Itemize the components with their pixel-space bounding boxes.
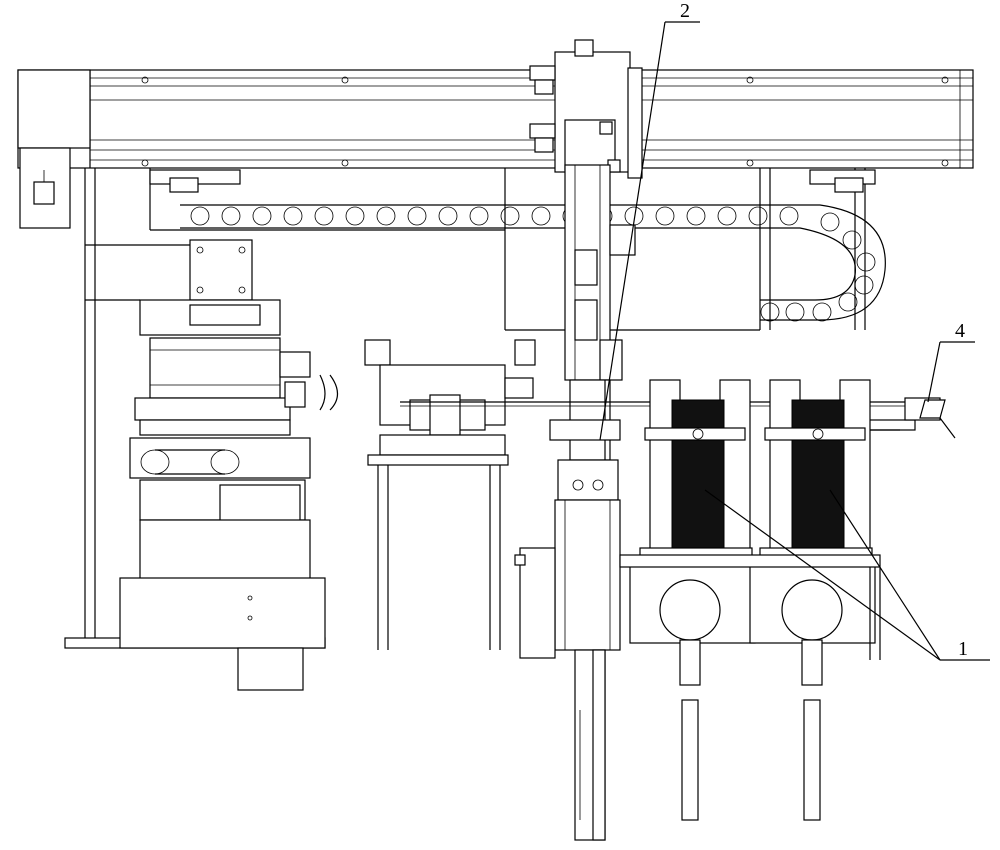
callout-label-2: 2 [680,0,690,22]
callout-leader-2 [599,21,700,441]
chain-link [221,206,241,226]
chain-link [407,206,427,226]
magazine-right [749,379,876,821]
chain-link [500,206,520,226]
end-sensor-bracket [904,397,956,439]
chain-link [842,230,862,250]
magazine-base-plate [619,554,881,660]
chain-link [785,302,805,322]
chain-link [856,252,876,272]
lower-slide-tower [514,499,621,841]
chain-link [854,275,874,295]
chain-link [469,206,489,226]
callout-leader-1 [704,489,990,661]
chain-link [438,206,458,226]
pneumatic-fittings [529,65,621,173]
chain-link [812,302,832,322]
chain-link [655,206,675,226]
callout-label-4: 4 [955,320,965,342]
chain-link [838,292,858,312]
gantry-beam [17,69,974,169]
chain-link [314,206,334,226]
callout-leader-4 [927,341,975,403]
chain-link [283,206,303,226]
chain-link [531,206,551,226]
left-feeder-station [119,239,326,691]
beam-bolts-top [141,76,949,84]
chain-link [376,206,396,226]
chain-link [779,206,799,226]
left-drive-motor [17,69,91,229]
chain-link [748,206,768,226]
rail-clamps [149,169,876,193]
chain-link [686,206,706,226]
chain-link [820,212,840,232]
chain-link [760,302,780,322]
middle-workbench [319,339,536,650]
beam-bolts-bottom [141,159,949,167]
chain-link [345,206,365,226]
chain-link [252,206,272,226]
vertical-carriage [529,39,643,501]
callout-label-1: 1 [958,638,968,660]
cable-drag-chain [180,204,886,322]
chain-link [717,206,737,226]
chain-link [190,206,210,226]
magazine-left [629,379,756,821]
